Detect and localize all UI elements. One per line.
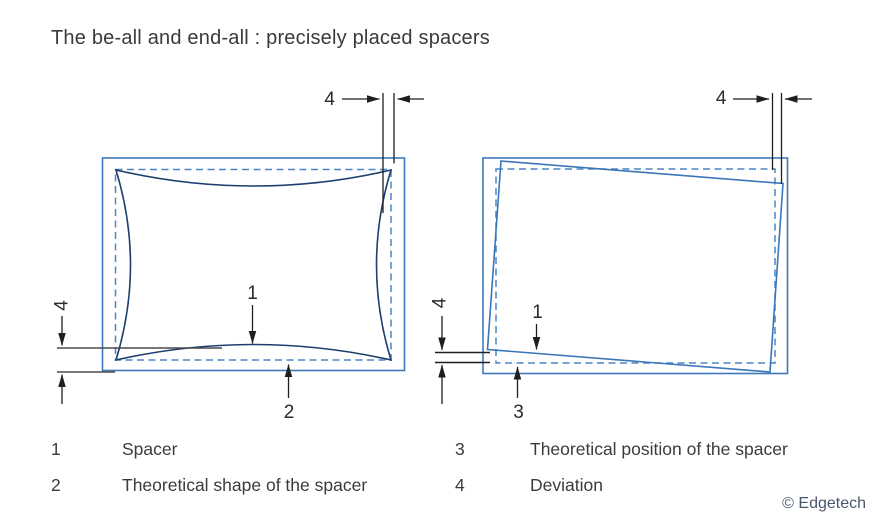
right-side-deviation-label: 4 [430, 297, 451, 308]
left-spacer-callout-label: 1 [247, 283, 258, 304]
right-top-deviation-label: 4 [716, 88, 727, 109]
right-spacer-callout: 1 [532, 302, 543, 350]
left-side-deviation-label: 4 [52, 300, 73, 311]
right-spacer-callout-label: 1 [532, 302, 543, 323]
left-theoretical-shape-dashed [114, 168, 392, 361]
legend-label-deviation: Deviation [530, 475, 603, 495]
legend-number-3: 3 [455, 439, 465, 459]
right-position-callout: 3 [513, 366, 524, 423]
right-position-callout-label: 3 [513, 402, 524, 423]
left-spacer-pillow [114, 168, 393, 362]
legend-number-1: 1 [51, 439, 61, 459]
legend-label-theoretical-shape: Theoretical shape of the spacer [122, 475, 368, 495]
page-title: The be-all and end-all : precisely place… [51, 27, 490, 49]
left-top-deviation-label: 4 [324, 89, 335, 110]
legend-label-theoretical-position: Theoretical position of the spacer [530, 439, 788, 459]
left-shape-callout-label: 2 [284, 402, 295, 423]
right-frame-outline [482, 157, 789, 375]
copyright-notice: © Edgetech [782, 495, 866, 512]
legend-label-spacer: Spacer [122, 439, 178, 459]
left-top-deviation-dimension: 4 [324, 89, 424, 213]
left-shape-callout: 2 [284, 364, 295, 423]
right-spacer-tilted [486, 160, 784, 373]
right-theoretical-position-dashed [495, 168, 776, 364]
right-side-deviation-dimension: 4 [430, 297, 490, 404]
right-top-deviation-dimension: 4 [716, 88, 812, 184]
left-side-deviation-dimension: 4 [52, 300, 222, 404]
left-frame-outline [101, 157, 406, 372]
right-diagram: 4 4 1 3 [430, 88, 812, 423]
left-spacer-callout: 1 [247, 283, 258, 344]
left-diagram: 4 4 1 2 [52, 89, 424, 423]
legend-number-4: 4 [455, 475, 465, 495]
legend-number-2: 2 [51, 475, 61, 495]
